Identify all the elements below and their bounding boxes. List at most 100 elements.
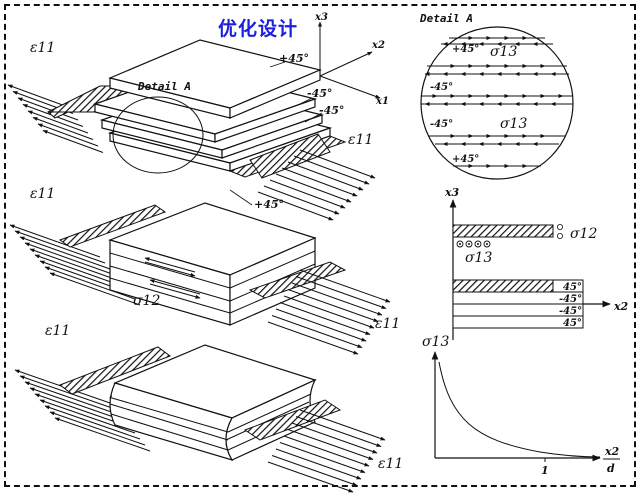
strain-arrow <box>39 399 136 434</box>
strain-arrow <box>275 173 352 203</box>
strain-arrow <box>267 321 359 355</box>
detail-circle <box>112 96 204 174</box>
middle-left-arrows <box>9 224 141 306</box>
strain-arrow <box>293 155 370 185</box>
strain-arrow <box>27 110 89 134</box>
bottom-laminate: ε11 ε11 <box>14 323 403 493</box>
page-title: 优化设计 <box>218 18 299 40</box>
strain-arrow <box>279 302 371 335</box>
epsilon-label-bottom-right: ε11 <box>378 456 403 472</box>
strain-arrow <box>267 461 354 493</box>
top-laminate: Detail A +45° -45° -45° +45° ε11 ε11 <box>7 39 376 221</box>
middle-laminate: σ12 ε11 ε11 <box>9 186 400 355</box>
detail-row-label-3: -45° <box>430 119 453 130</box>
section-top-hatch <box>452 224 554 238</box>
strain-arrow <box>299 269 391 303</box>
section-ply-3: -45° <box>559 306 582 317</box>
sigma13-dot <box>465 240 473 248</box>
strain-arrow <box>37 123 99 147</box>
sigma13-dot <box>456 240 464 248</box>
axis-x1-label: x1 <box>375 96 389 107</box>
dashed-frame <box>4 4 636 487</box>
strain-arrow <box>291 422 378 454</box>
strain-arrow <box>295 276 387 309</box>
detail-row-label-1: +45° <box>452 44 479 55</box>
sigma13-dot-center <box>486 243 488 245</box>
strain-arrow <box>29 387 126 422</box>
graph-xlabel-num: x2 <box>604 445 620 458</box>
detail-a-title: Detail A <box>419 12 473 25</box>
section-ply-2: -45° <box>559 294 582 305</box>
graph-tick-1: 1 <box>541 464 549 477</box>
strain-arrow <box>287 161 364 191</box>
strain-arrow <box>281 167 358 197</box>
epsilon-label-bottom-left: ε11 <box>45 323 70 339</box>
strain-arrow <box>42 130 104 153</box>
graph-xlabel-den: d <box>607 462 615 475</box>
middle-right-arrows <box>267 269 391 355</box>
top-right-arrows <box>257 149 376 221</box>
detail-sigma13-top: σ13 <box>490 44 517 60</box>
strain-arrow <box>257 191 334 221</box>
strain-arrow <box>49 411 146 446</box>
section-sigma12: σ12 <box>570 226 597 242</box>
strain-arrow <box>283 435 370 467</box>
middle-left-hatch <box>58 204 167 248</box>
strain-arrow <box>275 308 367 342</box>
strain-arrow <box>44 266 136 300</box>
strain-arrow <box>263 185 340 215</box>
strain-arrow <box>295 416 382 447</box>
strain-arrow <box>29 248 121 282</box>
axis-x2-label: x2 <box>371 40 385 51</box>
section-ply-1: 45° <box>563 282 582 293</box>
sigma12-label-middle: σ12 <box>133 293 160 309</box>
graph-curve <box>438 361 601 458</box>
strain-arrow <box>44 405 141 440</box>
bottom-right-hatch <box>243 399 342 441</box>
strain-arrow <box>271 455 358 486</box>
strain-arrow <box>49 272 141 306</box>
strain-arrow <box>32 117 94 140</box>
strain-arrow <box>291 282 383 316</box>
section-ply-4: 45° <box>563 318 582 329</box>
ply-label-3: -45° <box>319 104 344 117</box>
ply-label-1: +45° <box>279 52 309 65</box>
strain-arrow <box>19 236 111 270</box>
detail-row-label-4: +45° <box>452 154 479 165</box>
sigma13-dot-center <box>477 243 479 245</box>
detail-row-label-2: -45° <box>430 82 453 93</box>
bottom-left-hatch <box>58 346 172 395</box>
detail-a-panel: Detail A +45° -45° -45° +45° σ13 σ13 <box>419 12 574 180</box>
strain-arrow <box>54 417 151 452</box>
detail-rows <box>421 36 573 168</box>
strain-arrow <box>271 315 363 348</box>
strain-arrow <box>283 295 375 329</box>
sigma13-dot <box>474 240 482 248</box>
section-axis-x3: x3 <box>444 186 460 199</box>
strain-arrow <box>299 409 386 441</box>
strain-arrow <box>24 381 121 416</box>
decay-graph: σ13 1 x2 d <box>422 334 620 477</box>
graph-ylabel: σ13 <box>422 334 449 350</box>
cross-section-panel: x3 x2 σ12 σ13 45° -45° -45° 45° <box>444 186 629 340</box>
detail-sigma13-bottom: σ13 <box>500 116 527 132</box>
sigma13-dot-center <box>459 243 461 245</box>
strain-arrow <box>279 442 366 473</box>
epsilon-label-top-right: ε11 <box>348 132 373 148</box>
strain-arrow <box>287 289 379 322</box>
strain-arrow <box>275 448 362 480</box>
ply-label-2: -45° <box>307 87 332 100</box>
epsilon-label-top-left: ε11 <box>30 40 55 56</box>
detail-label: Detail A <box>137 80 191 93</box>
coordinate-axes: x3 x2 x1 <box>314 12 389 107</box>
strain-arrow <box>269 179 346 209</box>
sigma13-dot-center <box>468 243 470 245</box>
strain-arrow <box>24 242 116 276</box>
bottom-right-arrows <box>267 409 386 493</box>
epsilon-label-middle-left: ε11 <box>30 186 55 202</box>
strain-arrow <box>299 149 376 179</box>
strain-arrow <box>9 224 101 258</box>
strain-arrow <box>7 84 69 108</box>
